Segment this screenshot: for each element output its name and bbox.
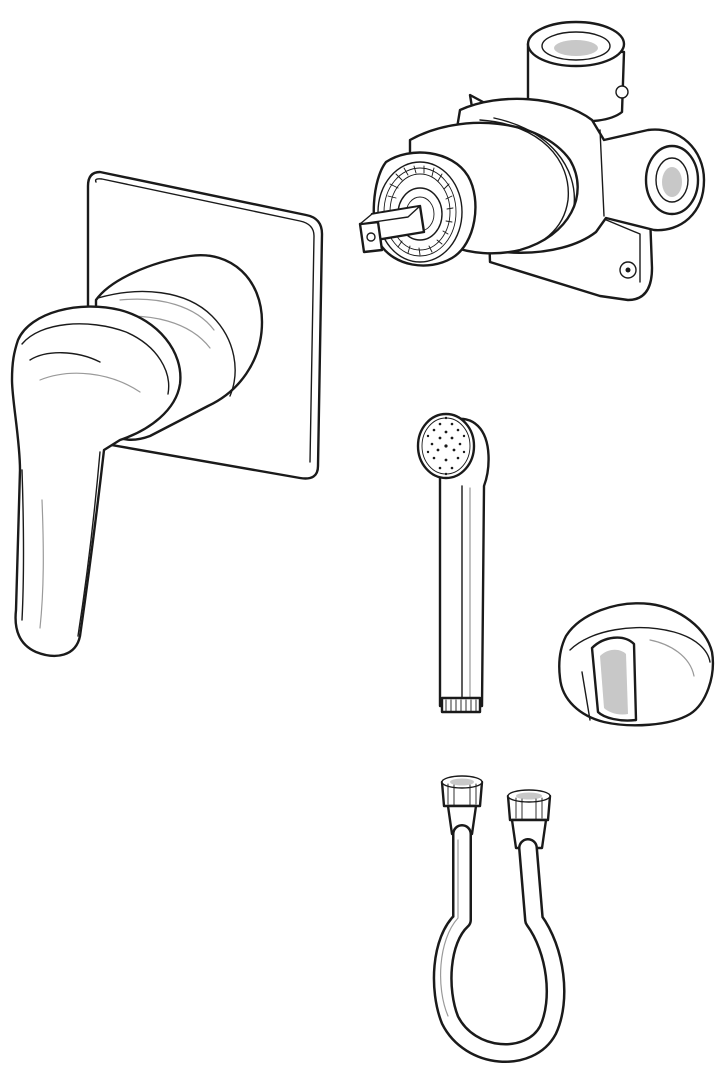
shower-wall-holder-icon xyxy=(558,602,715,727)
concealed-mixer-valve-body-icon xyxy=(358,20,706,302)
lever-handle-with-square-cover-plate-icon xyxy=(10,170,324,657)
hand-shower-thread xyxy=(440,696,482,714)
lever-arm xyxy=(10,305,182,657)
shower-hose-icon xyxy=(432,775,566,1063)
spray-nozzles xyxy=(426,416,466,476)
hand-shower-icon xyxy=(416,412,490,714)
